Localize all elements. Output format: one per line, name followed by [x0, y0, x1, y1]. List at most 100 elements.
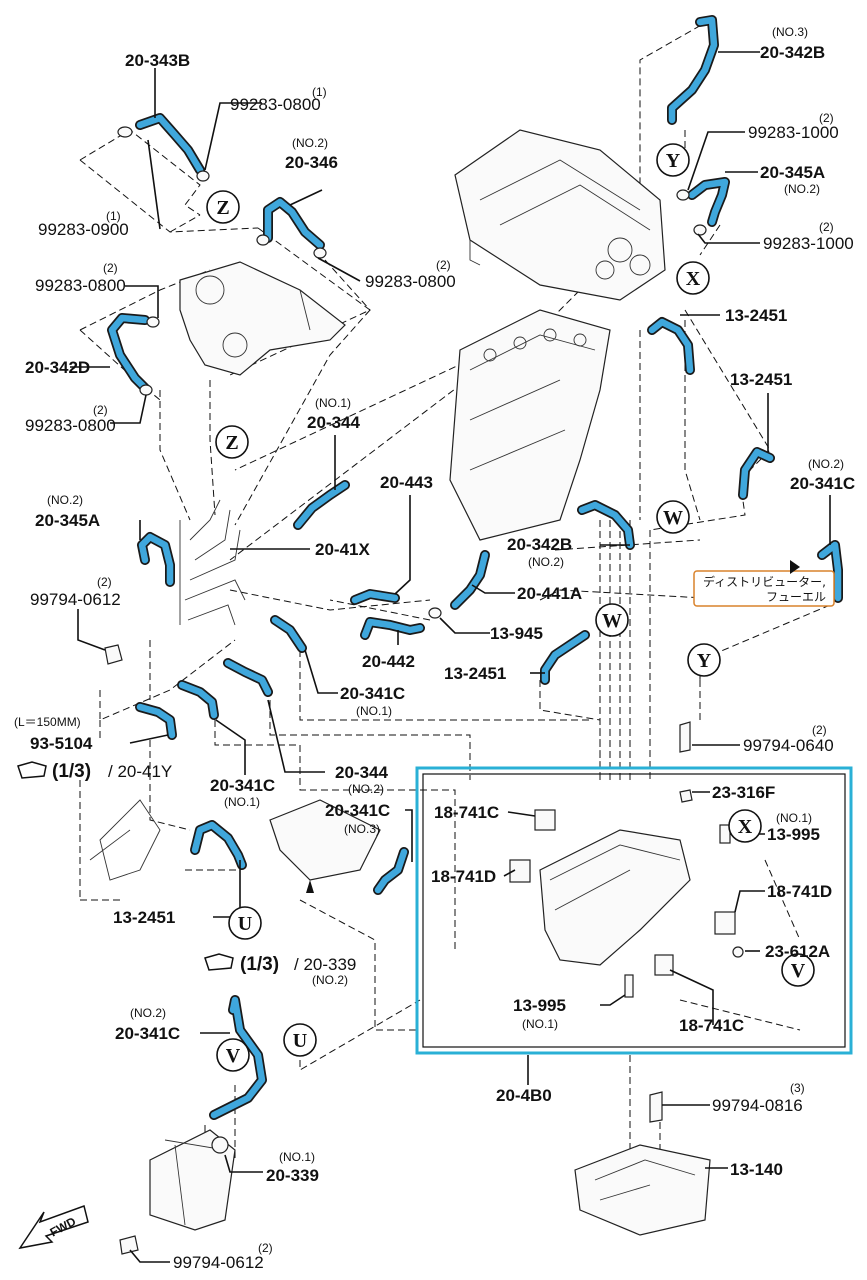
part-number: 99283-1000	[748, 123, 839, 142]
part-number: 13-945	[490, 624, 543, 643]
marker-z-mid: Z	[215, 425, 249, 459]
part-number: 13-2451	[444, 664, 506, 683]
part-number: 13-2451	[725, 306, 787, 325]
part-number: 13-2451	[730, 370, 792, 389]
part-number: 13-2451	[113, 908, 175, 927]
part-qty: (2)	[93, 403, 108, 417]
part-number: 99283-0900	[38, 220, 129, 239]
left-small-parts	[89, 799, 381, 881]
marker-label: Z	[216, 197, 229, 219]
intake-manifold-lower	[449, 309, 611, 541]
assembly-inner-box	[422, 773, 846, 1048]
marker-z-top: Z	[206, 190, 240, 224]
part-number: 20-346	[285, 153, 338, 172]
hose-20-342B-top	[667, 15, 719, 125]
hose-20-341C-n3	[373, 847, 409, 895]
part-number: 23-612A	[765, 942, 830, 961]
part-qty: (NO.1)	[356, 704, 392, 718]
intake-manifold-upper	[454, 129, 666, 301]
part-qty: (NO.2)	[130, 1006, 166, 1020]
part-number: 99283-0800	[230, 95, 321, 114]
marker-label: V	[226, 1045, 241, 1067]
part-qty: (2)	[436, 258, 451, 272]
hose-20-441A	[450, 550, 490, 610]
pointing-hand-icon	[204, 953, 234, 971]
marker-label: Y	[666, 150, 681, 172]
part-qty: (NO.2)	[348, 782, 384, 796]
ref-pointer-1: (1/3) / 20-41Y	[17, 761, 172, 782]
clamp-icon	[428, 607, 442, 619]
hose-20-342B-mid	[577, 500, 635, 550]
part-number: 99283-0800	[365, 272, 456, 291]
part-number: 20-341C	[340, 684, 405, 703]
marker-y-low: Y	[687, 643, 721, 677]
ref-page: (1/3)	[240, 954, 279, 975]
hose-20-345A-l	[137, 532, 175, 587]
marker-u-left: U	[228, 906, 262, 940]
part-number: 99283-1000	[763, 234, 854, 253]
part-number: 20-341C	[210, 776, 275, 795]
marker-w-low: W	[595, 603, 629, 637]
part-number: 20-339	[266, 1166, 319, 1185]
part-number: 20-345A	[35, 511, 100, 530]
bolts	[104, 644, 691, 1255]
hose-93-5104	[135, 702, 177, 740]
part-number: 20-341C	[325, 801, 390, 820]
ref-pointer-2: (1/3) / 20-339 (NO.2)	[204, 953, 356, 987]
part-number: 93-5104	[30, 734, 93, 753]
clamp-icon	[196, 170, 210, 182]
distributor-note-line2: フューエル	[766, 590, 826, 604]
hose-20-342D	[107, 313, 150, 393]
part-number: 99794-0612	[173, 1253, 264, 1272]
part-qty: (2)	[103, 261, 118, 275]
clamp-icon	[139, 384, 153, 396]
hose-20-341C-v	[209, 995, 267, 1120]
hose-13-2451-b	[738, 447, 775, 500]
part-number: 20-344	[335, 763, 388, 782]
clamps	[117, 126, 707, 619]
part-qty: (1)	[312, 85, 327, 99]
part-number: 20-341C	[115, 1024, 180, 1043]
marker-label: W	[602, 610, 622, 632]
part-number: 99283-0800	[35, 276, 126, 295]
part-qty: (NO.2)	[784, 182, 820, 196]
part-number: 18-741D	[431, 867, 496, 886]
ref-qualifier: (NO.2)	[312, 973, 348, 987]
hose-20-443	[350, 589, 400, 605]
forward-arrow-icon	[18, 1205, 89, 1250]
marker-label: U	[238, 913, 252, 935]
part-number: 99794-0816	[712, 1096, 803, 1115]
hose-13-2451-c	[540, 630, 590, 685]
marker-u-mid: U	[283, 1023, 317, 1057]
marker-label: U	[293, 1030, 307, 1052]
part-number: 13-995	[767, 825, 820, 844]
hose-20-341C-n1	[270, 615, 307, 653]
pipe-assembly	[179, 499, 246, 626]
part-number: 18-741D	[767, 882, 832, 901]
clamp-icon	[313, 247, 327, 259]
marker-label: V	[791, 960, 806, 982]
leader-lines	[70, 51, 831, 1263]
hoses	[107, 15, 843, 1120]
part-qty: (NO.2)	[292, 136, 328, 150]
hose-13-2451-d	[190, 820, 247, 870]
hose-20-341C-r	[817, 540, 843, 603]
part-number: 99794-0612	[30, 590, 121, 609]
part-number: 20-343B	[125, 51, 190, 70]
part-qty: (2)	[819, 111, 834, 125]
part-number: 13-140	[730, 1160, 783, 1179]
part-qty: (NO.1)	[522, 1017, 558, 1031]
clamp-icon	[256, 234, 270, 246]
part-qty: (NO.2)	[47, 493, 83, 507]
marker-label: Y	[697, 650, 712, 672]
part-qty: (NO.1)	[224, 795, 260, 809]
part-qty: (2)	[97, 575, 112, 589]
part-number: 13-995	[513, 996, 566, 1015]
part-number: 23-316F	[712, 783, 775, 802]
distributor-note-box	[693, 570, 835, 607]
part-number: 99283-0800	[25, 416, 116, 435]
part-number: 20-41X	[315, 540, 370, 559]
part-qty: (NO.3)	[772, 25, 808, 39]
